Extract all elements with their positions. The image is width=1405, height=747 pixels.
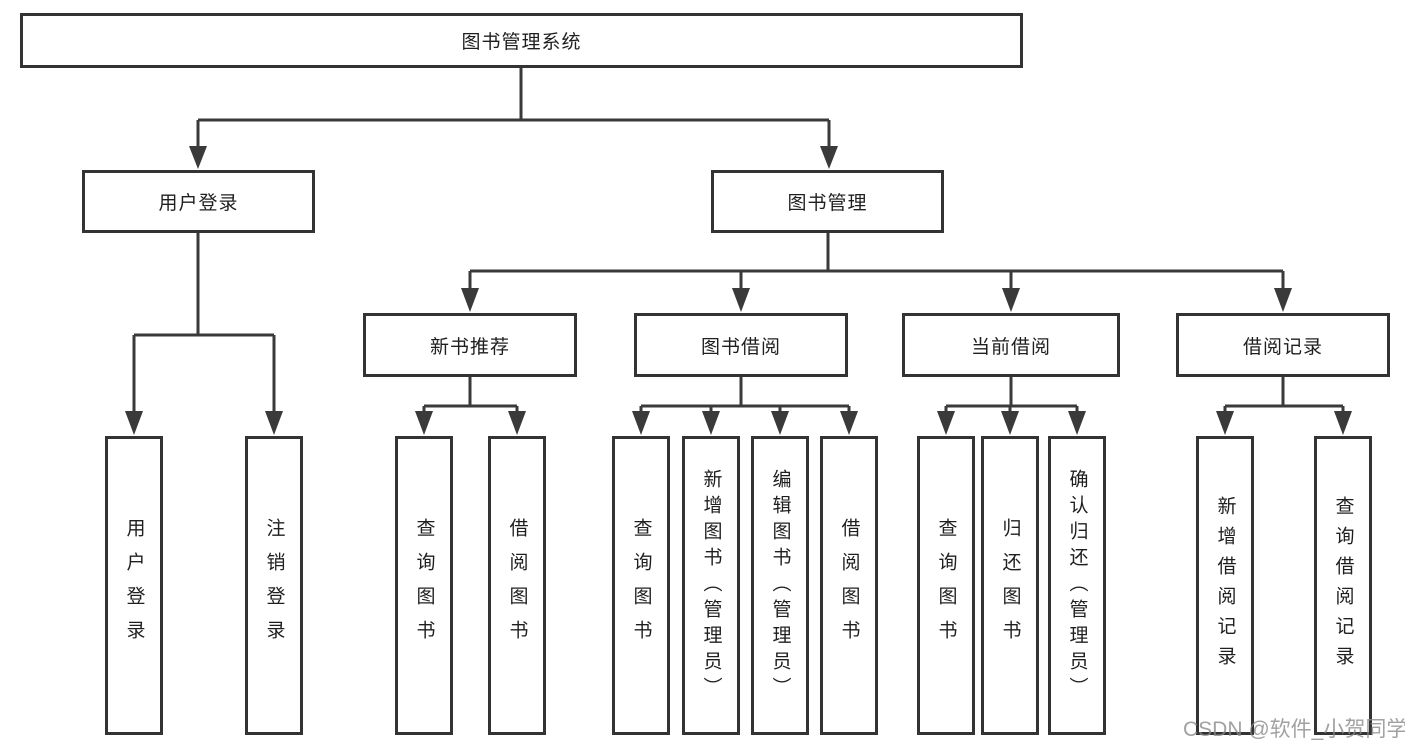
node-label: 编辑图书（管理员）: [769, 468, 791, 703]
node-current-borrowing: 当前借阅: [902, 313, 1120, 377]
node-label: 确认归还（管理员）: [1066, 468, 1088, 703]
node-label: 注销登录: [263, 517, 285, 654]
node-label: 当前借阅: [970, 336, 1051, 358]
node-label: 借阅图书: [506, 517, 528, 654]
leaf-borrow-books-borrowing: 借阅图书: [820, 436, 878, 735]
node-library-management-system: 图书管理系统: [20, 13, 1023, 68]
leaf-query-borrow-record: 查询借阅记录: [1314, 436, 1372, 735]
leaf-user-login: 用户登录: [105, 436, 163, 735]
node-borrowing-records: 借阅记录: [1176, 313, 1390, 377]
leaf-return-books: 归还图书: [981, 436, 1039, 735]
leaf-query-books-borrowing: 查询图书: [612, 436, 670, 735]
watermark-csdn: CSDN @软件_小贺同学: [1183, 718, 1405, 741]
node-label: 图书管理系统: [461, 32, 582, 53]
node-label: 查询借阅记录: [1332, 495, 1354, 676]
leaf-add-borrow-record: 新增借阅记录: [1196, 436, 1254, 735]
node-label: 新书推荐: [429, 336, 510, 358]
node-label: 查询图书: [630, 517, 652, 654]
node-new-book-recommendation: 新书推荐: [363, 313, 577, 377]
node-label: 用户登录: [158, 193, 239, 214]
leaf-confirm-return-admin: 确认归还（管理员）: [1048, 436, 1106, 735]
node-label: 借阅记录: [1242, 336, 1323, 358]
leaf-query-books-current: 查询图书: [917, 436, 975, 735]
node-label: 查询图书: [413, 517, 435, 654]
leaf-add-books-admin: 新增图书（管理员）: [682, 436, 740, 735]
node-label: 归还图书: [999, 517, 1021, 654]
node-label: 新增图书（管理员）: [700, 468, 722, 703]
node-label: 用户登录: [123, 517, 145, 654]
node-label: 图书借阅: [700, 336, 781, 358]
node-book-management: 图书管理: [711, 170, 944, 233]
node-user-login: 用户登录: [82, 170, 315, 233]
leaf-query-books-recommend: 查询图书: [395, 436, 453, 735]
node-label: 查询图书: [935, 517, 957, 654]
node-label: 图书管理: [787, 193, 868, 214]
node-book-borrowing: 图书借阅: [634, 313, 848, 377]
node-label: 新增借阅记录: [1214, 495, 1236, 676]
node-label: 借阅图书: [838, 517, 860, 654]
leaf-borrow-books-recommend: 借阅图书: [488, 436, 546, 735]
leaf-edit-books-admin: 编辑图书（管理员）: [751, 436, 809, 735]
leaf-logout-login: 注销登录: [245, 436, 303, 735]
